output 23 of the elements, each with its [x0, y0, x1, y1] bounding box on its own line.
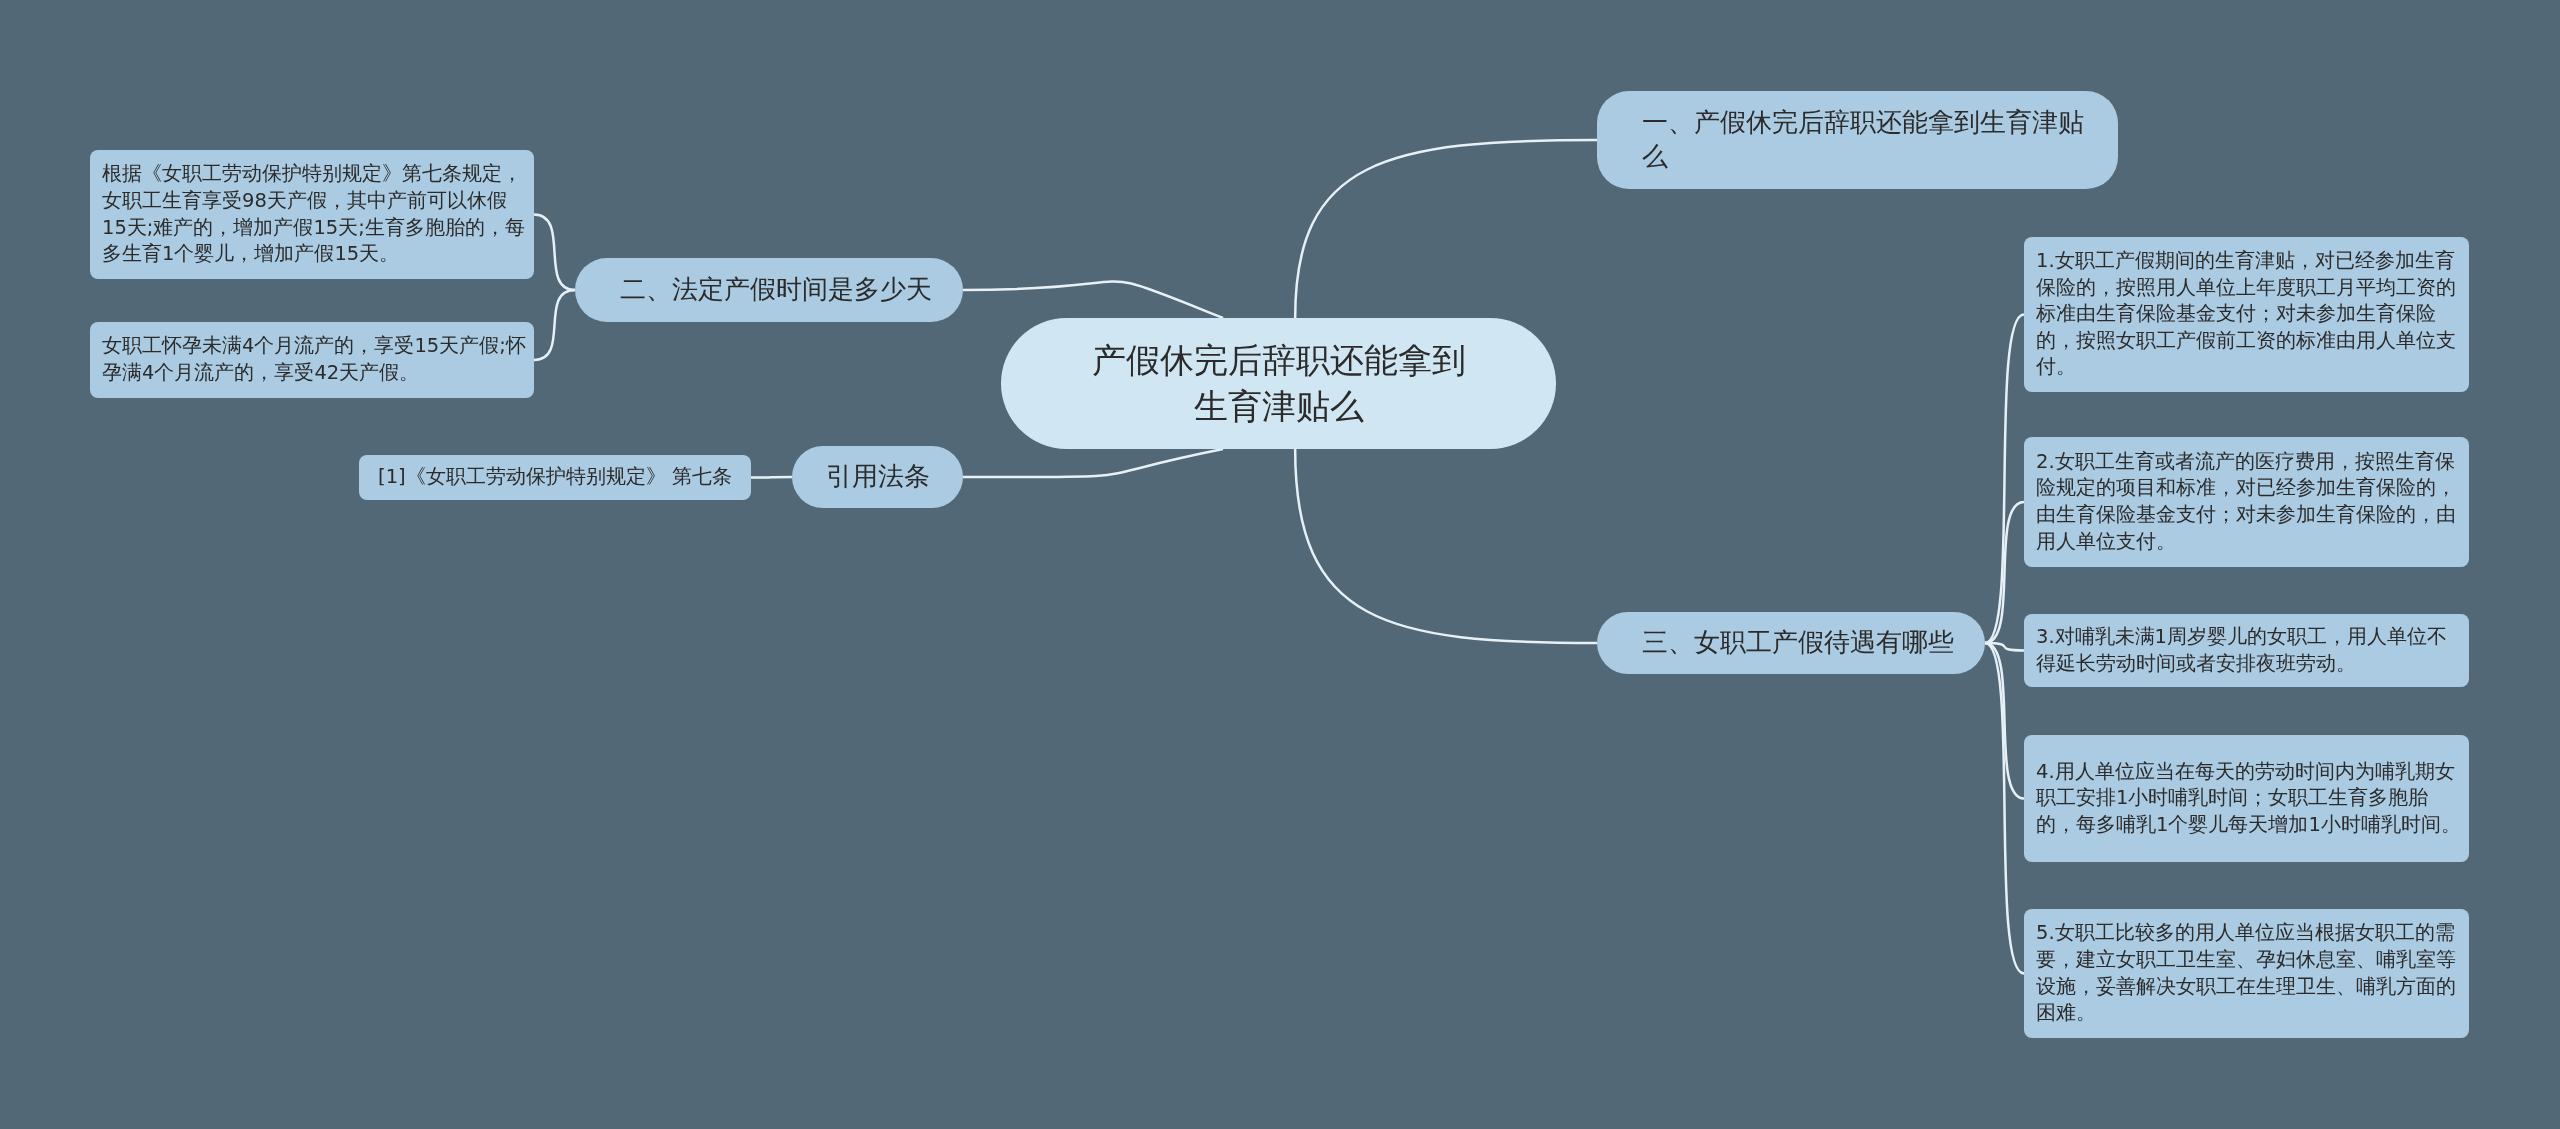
note-box: 2.女职工生育或者流产的医疗费用，按照生育保险规定的项目和标准，对已经参加生育保险的，由生育保险基金支付；对未参加生育保险的，由用人单位支付。	[2024, 437, 2469, 567]
topic-box: 产假休完后辞职还能拿到生育津贴么	[1001, 318, 1556, 449]
branch-box: 引用法条	[792, 446, 963, 508]
connector-line	[963, 447, 1224, 479]
branch-box: 三、女职工产假待遇有哪些	[1597, 612, 1985, 674]
connector-line	[1984, 500, 2025, 645]
connector-line	[1984, 642, 2025, 975]
connector-line	[1293, 138, 1597, 319]
note-box: 根据《女职工劳动保护特别规定》第七条规定，女职工生育享受98天产假，其中产前可以休假15天;难产的，增加产假15天;生育多胞胎的，每多生育1个婴儿，增加产假15天。	[90, 150, 534, 279]
connector-line	[533, 213, 576, 292]
connector-line	[1984, 313, 2025, 644]
note-box: 3.对哺乳未满1周岁婴儿的女职工，用人单位不得延长劳动时间或者安排夜班劳动。	[2024, 614, 2469, 687]
note-box: 4.用人单位应当在每天的劳动时间内为哺乳期女职工安排1小时哺乳时间；女职工生育多胞胎的，每多哺乳1个婴儿每天增加1小时哺乳时间。	[2024, 735, 2469, 862]
connector-line	[751, 475, 792, 479]
connector-line	[533, 288, 576, 362]
note-box: 5.女职工比较多的用人单位应当根据女职工的需要，建立女职工卫生室、孕妇休息室、哺乳室等设施，妥善解决女职工在生理卫生、哺乳方面的困难。	[2024, 909, 2469, 1038]
connector-line	[1293, 448, 1597, 645]
note-box: [1]《女职工劳动保护特别规定》 第七条	[359, 455, 751, 500]
connector-line	[963, 280, 1224, 320]
branch-box: 一、产假休完后辞职还能拿到生育津贴么	[1597, 91, 2118, 189]
note-box: 1.女职工产假期间的生育津贴，对已经参加生育保险的，按照用人单位上年度职工月平均工资的标准由生育保险基金支付；对未参加生育保险的，按照女职工产假前工资的标准由用人单位支付。	[2024, 237, 2469, 392]
note-box: 女职工怀孕未满4个月流产的，享受15天产假;怀孕满4个月流产的，享受42天产假。	[90, 322, 534, 398]
branch-box: 二、法定产假时间是多少天	[575, 258, 963, 322]
